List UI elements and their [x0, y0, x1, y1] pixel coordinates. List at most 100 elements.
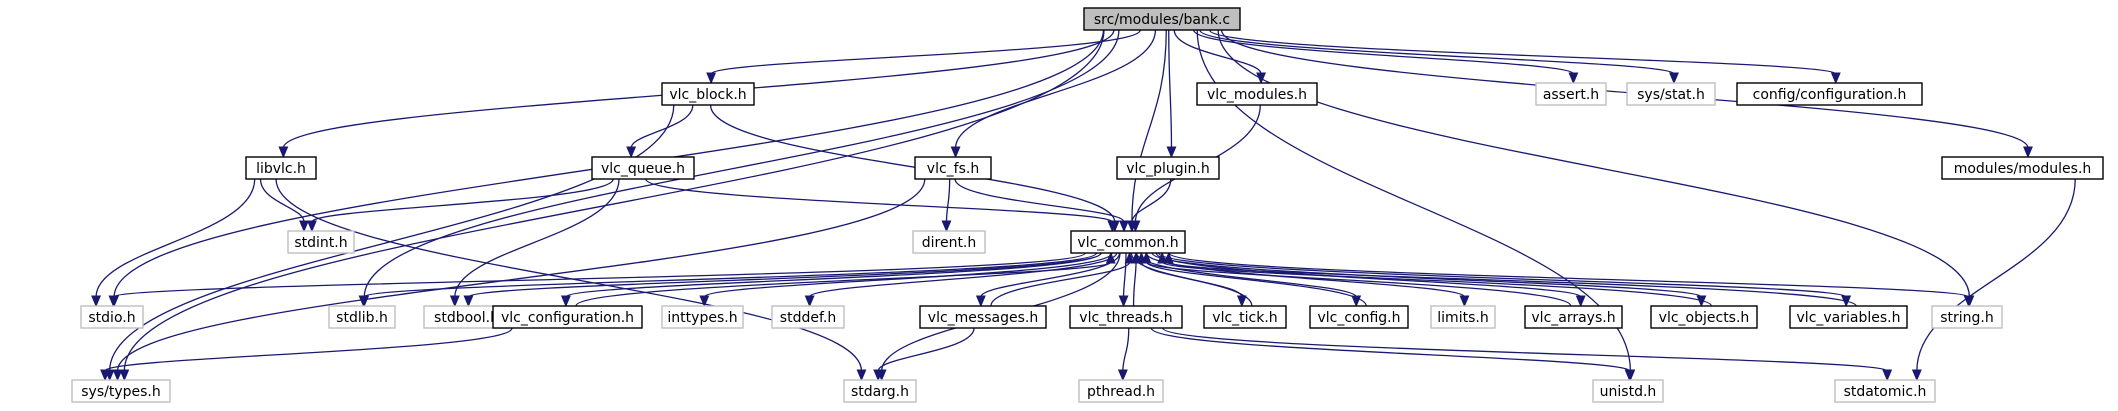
edge-vlc_threads-to-pthread — [1117, 327, 1130, 382]
node-limits: limits.h — [1430, 305, 1496, 329]
node-box — [1070, 230, 1186, 254]
node-vlc-variables[interactable]: vlc_variables.h — [1789, 305, 1908, 329]
node-modules-modules[interactable]: modules/modules.h — [1941, 156, 2104, 180]
node-label: vlc_common.h — [1077, 235, 1178, 251]
edge-line — [363, 29, 1120, 298]
edge-arrowhead — [1669, 72, 1679, 85]
node-unistd: unistd.h — [1592, 379, 1664, 403]
node-sys-stat: sys/stat.h — [1626, 82, 1716, 106]
edge-arrowhead — [1963, 295, 1974, 308]
node-vlc-config[interactable]: vlc_config.h — [1309, 305, 1409, 329]
edge-arrowhead — [1575, 295, 1586, 308]
node-vlc-messages[interactable]: vlc_messages.h — [919, 305, 1047, 329]
node-libvlc[interactable]: libvlc.h — [245, 156, 317, 180]
edge-line — [95, 178, 256, 298]
node-config-configuration[interactable]: config/configuration.h — [1736, 82, 1923, 106]
edge-line — [709, 104, 1116, 223]
edge-vlc_common-to-string — [1168, 252, 1974, 308]
edge-vlc_configuration-to-vlc_common — [575, 251, 1116, 307]
node-box — [1736, 82, 1923, 106]
node-label: stdatomic.h — [1844, 384, 1927, 400]
edge-line — [710, 29, 1141, 75]
node-vlc-fs[interactable]: vlc_fs.h — [914, 156, 992, 180]
edge-arrowhead — [1830, 72, 1841, 85]
node-box — [71, 379, 171, 403]
edge-arrowhead — [1127, 220, 1138, 233]
node-label: stddef.h — [780, 310, 836, 326]
edge-line — [703, 252, 1113, 298]
node-vlc-configuration[interactable]: vlc_configuration.h — [492, 305, 643, 329]
edge-arrowhead — [856, 369, 867, 382]
node-vlc-common[interactable]: vlc_common.h — [1070, 230, 1186, 254]
edge-arrowhead — [1882, 369, 1893, 382]
node-vlc-arrays[interactable]: vlc_arrays.h — [1524, 305, 1623, 329]
node-vlc-tick[interactable]: vlc_tick.h — [1203, 305, 1287, 329]
edge-line — [311, 178, 614, 223]
edge-line — [954, 178, 1125, 223]
edge-root-to-modules_modules — [1220, 29, 2033, 159]
edge-line — [645, 178, 1113, 223]
node-vlc-objects[interactable]: vlc_objects.h — [1650, 305, 1758, 329]
edge-arrowhead — [1236, 295, 1247, 308]
node-stdarg: stdarg.h — [843, 379, 917, 403]
edge-arrowhead — [100, 369, 111, 382]
node-box — [771, 305, 845, 329]
node-box — [912, 230, 986, 254]
edge-line — [123, 29, 1105, 372]
node-label: string.h — [1940, 310, 1994, 326]
edge-arrowhead — [2023, 146, 2033, 159]
edge-line — [1131, 29, 1167, 223]
edge-line — [1122, 252, 1127, 298]
node-label: pthread.h — [1087, 384, 1155, 400]
node-box — [80, 305, 144, 329]
node-box — [1078, 379, 1164, 403]
edge-root-to-vlc_fs — [950, 29, 1157, 159]
edge-arrowhead — [449, 295, 460, 308]
node-box — [1535, 82, 1607, 106]
edge-line — [467, 252, 1102, 298]
node-box — [1196, 82, 1318, 106]
node-vlc-block[interactable]: vlc_block.h — [661, 82, 755, 106]
node-label: stdarg.h — [851, 384, 909, 400]
edge-line — [1161, 261, 1713, 307]
edge-libvlc-to-stdarg — [275, 178, 867, 382]
node-label: vlc_messages.h — [928, 310, 1038, 326]
node-box — [1834, 379, 1936, 403]
edge-line — [112, 252, 1086, 298]
edge-line — [1168, 252, 1970, 298]
edge-vlc_block-to-vlc_queue — [626, 104, 694, 159]
edge-line — [565, 252, 1102, 298]
node-label: vlc_modules.h — [1207, 87, 1307, 103]
node-label: stdbool.h — [434, 310, 499, 326]
node-box — [1650, 305, 1758, 329]
node-box — [1069, 305, 1183, 329]
edge-arrowhead — [1117, 369, 1128, 382]
edge-vlc_common-to-inttypes — [699, 252, 1113, 308]
edge-arrowhead — [941, 220, 952, 233]
edge-arrowhead — [1119, 220, 1129, 233]
edge-arrowhead — [299, 220, 309, 233]
node-vlc-modules[interactable]: vlc_modules.h — [1196, 82, 1318, 106]
node-stdint: stdint.h — [287, 230, 355, 254]
edge-arrowhead — [699, 295, 710, 308]
node-vlc-plugin[interactable]: vlc_plugin.h — [1116, 156, 1220, 180]
node-box — [1592, 379, 1664, 403]
edge-line — [116, 178, 926, 372]
edge-vlc_queue-to-stdint — [306, 178, 614, 233]
edge-vlc_common-to-stdlib — [358, 252, 1098, 308]
node-inttypes: inttypes.h — [661, 305, 744, 329]
node-pthread: pthread.h — [1078, 379, 1164, 403]
node-vlc-queue[interactable]: vlc_queue.h — [591, 156, 695, 180]
edge-line — [1168, 261, 1857, 307]
node-vlc-threads[interactable]: vlc_threads.h — [1069, 305, 1183, 329]
edge-vlc_objects-to-vlc_common — [1157, 251, 1713, 307]
edge-arrowhead — [108, 295, 119, 308]
edge-line — [945, 178, 951, 223]
edge-line — [259, 178, 305, 223]
node-label: libvlc.h — [256, 161, 306, 177]
node-box — [1789, 305, 1908, 329]
node-label: vlc_plugin.h — [1126, 161, 1210, 177]
node-box — [245, 156, 317, 180]
node-label: vlc_queue.h — [601, 161, 685, 177]
